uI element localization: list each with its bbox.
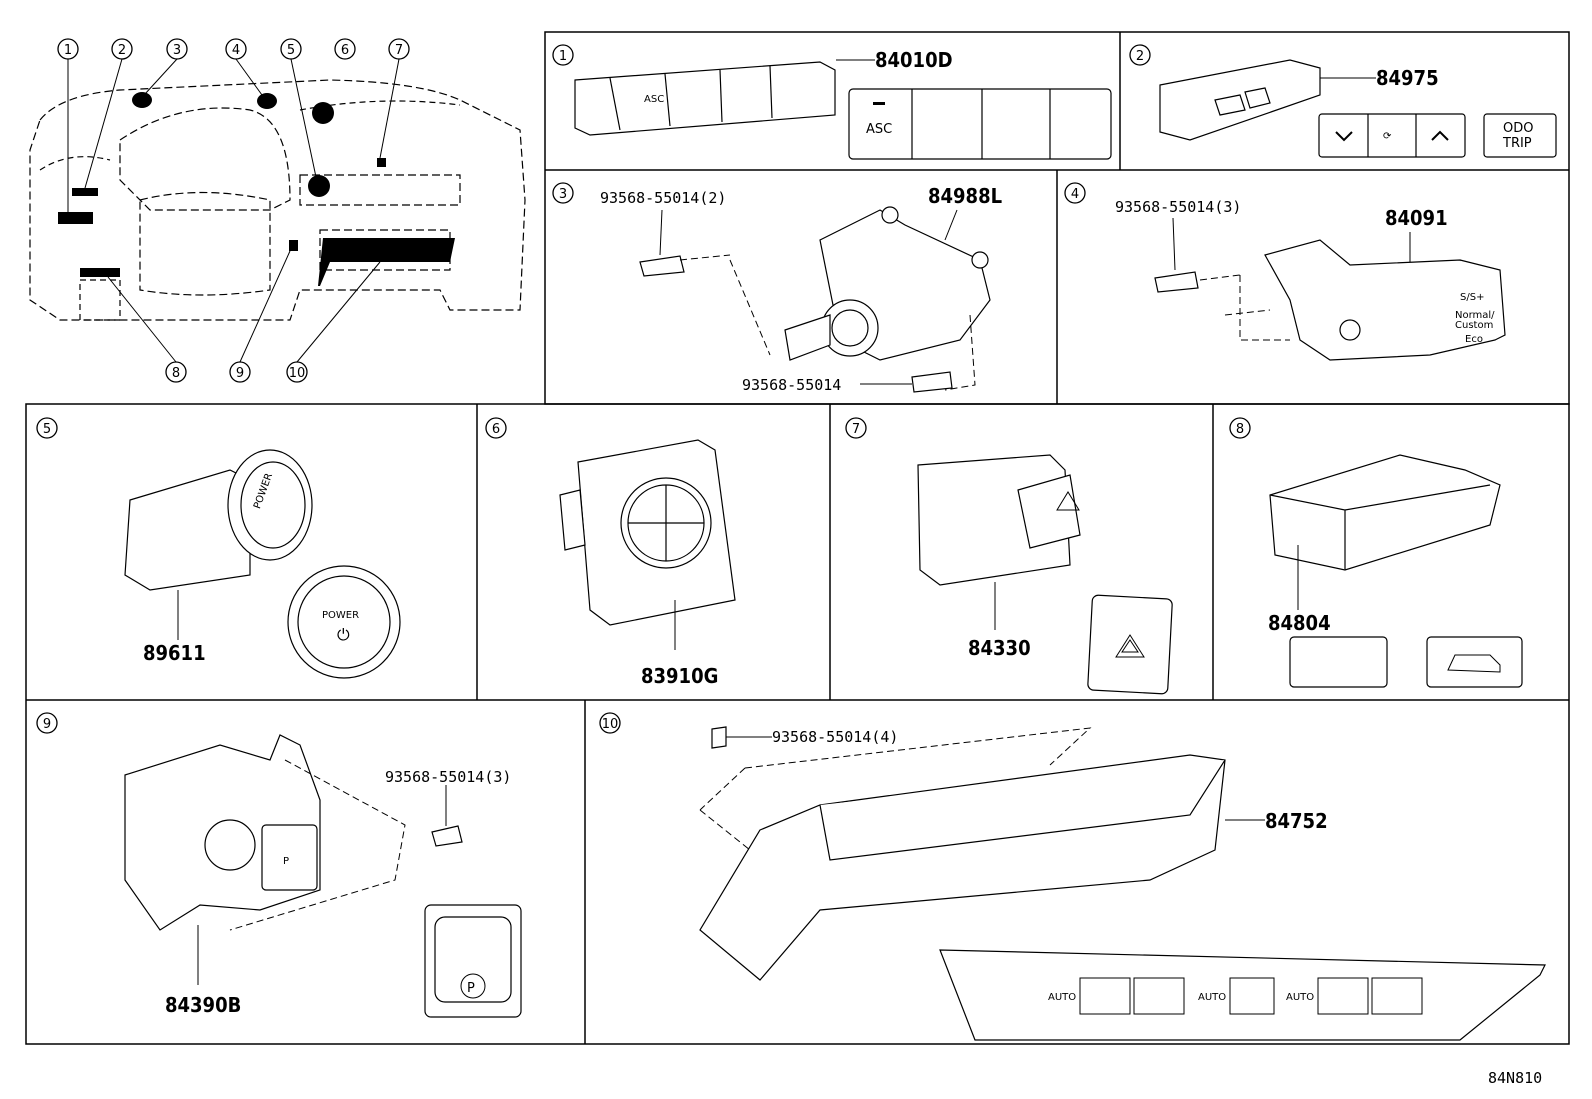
- auto-label-1: AUTO: [1048, 992, 1076, 1003]
- bolt-label-9: 93568-55014(3): [385, 768, 511, 786]
- part-84804: 84804: [1268, 611, 1331, 635]
- panel-2: 2 84975 ⟳ ODO TRIP: [1129, 44, 1557, 158]
- panel-3-number: 3: [559, 187, 567, 202]
- callout-5: 5: [287, 43, 295, 58]
- panel-8: 8 84804: [1229, 417, 1523, 688]
- knob-text-eco: Eco: [1465, 334, 1483, 345]
- power-label: POWER: [322, 610, 359, 621]
- dashboard-overview: [29, 79, 526, 321]
- panel-6-number: 6: [492, 422, 500, 437]
- power-icon: ⏻: [337, 625, 350, 644]
- panel-grid: [25, 31, 1570, 1045]
- panel-3: 3 93568-55014(2) 84988L 93568-55014: [552, 182, 1002, 394]
- part-84752: 84752: [1265, 809, 1328, 833]
- panel-4: 4 93568-55014(3) 84091 S/S+ Normal/ Cust…: [1064, 182, 1506, 361]
- knob-text-normal: Normal/: [1455, 310, 1495, 321]
- overview-leader-lines: [67, 58, 400, 363]
- auto-label-2: AUTO: [1198, 992, 1226, 1003]
- tailgate-icon: [1447, 654, 1501, 673]
- trip-reset-icon: ⟳: [1383, 131, 1392, 142]
- panel-7-number: 7: [852, 422, 860, 437]
- odo-label: ODO: [1503, 121, 1533, 136]
- hazard-icon: [1115, 634, 1145, 658]
- dashboard-highlights: [58, 92, 455, 286]
- panel-8-number: 8: [1236, 422, 1244, 437]
- panel-2-number: 2: [1136, 49, 1144, 64]
- callout-9: 9: [236, 366, 244, 381]
- panel-4-number: 4: [1071, 187, 1079, 202]
- bolt-label-4: 93568-55014(3): [1115, 198, 1241, 216]
- panel-5-number: 5: [43, 422, 51, 437]
- callout-1: 1: [64, 43, 72, 58]
- part-83910G: 83910G: [641, 664, 718, 688]
- hazard-icon-angled: [1056, 491, 1080, 511]
- diagram-code: 84N810: [1488, 1069, 1542, 1087]
- callout-7: 7: [395, 43, 403, 58]
- panel-9-number: 9: [43, 717, 51, 732]
- part-84010D: 84010D: [875, 48, 953, 72]
- park-icon: P: [467, 981, 475, 996]
- part-84091: 84091: [1385, 206, 1448, 230]
- panel-1-asc-label: ASC: [866, 122, 892, 137]
- knob-text-ss: S/S+: [1460, 292, 1484, 303]
- panel-5: 5 POWER POWER ⏻ 89611: [36, 417, 401, 679]
- part-89611: 89611: [143, 641, 206, 665]
- bolt-label-3a: 93568-55014(2): [600, 189, 726, 207]
- panel-9: 9 P P 93568-55014(3) 84390B: [36, 712, 522, 1018]
- part-84330: 84330: [968, 636, 1031, 660]
- panel-1: 1 ASC 84010D ASC: [552, 44, 1112, 160]
- callout-4: 4: [232, 43, 240, 58]
- bolt-label-10: 93568-55014(4): [772, 728, 898, 746]
- overview-callouts: 1 2 3 4 5 6 7 8 9 10: [57, 38, 410, 383]
- auto-label-3: AUTO: [1286, 992, 1314, 1003]
- trip-label: TRIP: [1502, 136, 1532, 151]
- part-84988L: 84988L: [928, 184, 1002, 208]
- bolt-label-3b: 93568-55014: [742, 376, 841, 394]
- callout-10: 10: [289, 366, 306, 381]
- panel-1-part-asc: ASC: [644, 94, 664, 105]
- panel-10: 10 93568-55014(4) 84752 AUTO AUTO AUTO: [599, 712, 1546, 1041]
- callout-2: 2: [118, 43, 126, 58]
- panel-10-number: 10: [602, 717, 619, 732]
- callout-8: 8: [172, 366, 180, 381]
- panel-6: 6 83910G: [485, 417, 736, 688]
- panel-7: 7 84330: [845, 417, 1173, 695]
- callout-3: 3: [173, 43, 181, 58]
- panel-1-number: 1: [559, 49, 567, 64]
- knob-text-custom: Custom: [1455, 320, 1493, 331]
- park-icon-angled: P: [283, 856, 289, 867]
- callout-6: 6: [341, 43, 349, 58]
- part-84390B: 84390B: [165, 993, 241, 1017]
- part-84975: 84975: [1376, 66, 1439, 90]
